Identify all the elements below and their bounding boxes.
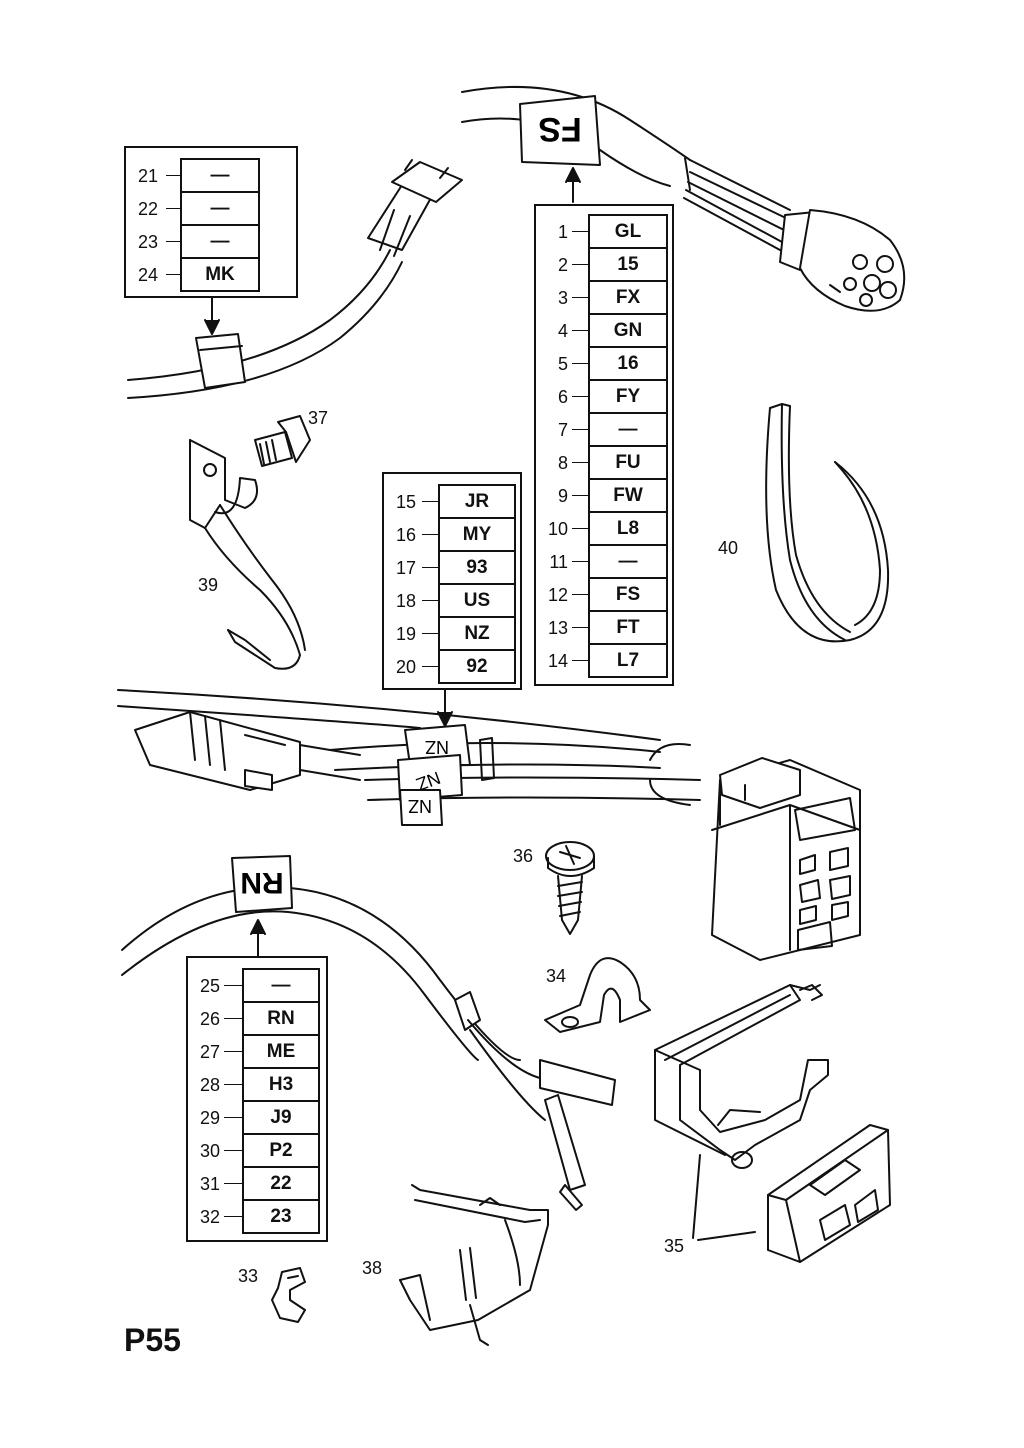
bracket-38 [399,1184,549,1346]
row-code: MY [438,517,516,550]
table-25-32: 25 — 26 RN 27 ME 28 H3 29 J9 30 P2 31 22… [186,956,328,1242]
clip-33 [271,1267,306,1323]
leader-35a [692,1154,701,1239]
row-code: P2 [242,1133,320,1166]
row-code: J9 [242,1100,320,1133]
row-code: H3 [242,1067,320,1100]
row-code: — [588,544,668,577]
row-code: 22 [242,1166,320,1199]
harness-upper-left [127,159,463,399]
row-code: 92 [438,649,516,684]
bolt-37 [254,415,311,467]
row-code: L7 [588,643,668,678]
table-1-14: 1 GL 2 15 3 FX 4 GN 5 16 6 FY 7 — 8 FU 9 [534,204,674,686]
row-code: 93 [438,550,516,583]
row-code: NZ [438,616,516,649]
tag-nz: NZ [425,737,449,757]
table-21-24: 21 — 22 — 23 — 24 MK [124,146,298,298]
callout-40: 40 [718,538,739,558]
tag-fs: FS [538,110,581,148]
row-code: — [180,224,260,257]
row-code: 15 [588,247,668,280]
bracket-35 [654,984,891,1263]
row-code: GL [588,214,668,247]
row-number: 23 [137,232,158,252]
row-code: FY [588,379,668,412]
row-code: FS [588,577,668,610]
row-code: RN [242,1001,320,1034]
row-code: US [438,583,516,616]
callout-39: 39 [198,575,219,595]
callout-35: 35 [664,1236,685,1256]
row-code: L8 [588,511,668,544]
callout-37: 37 [308,408,329,428]
row-code: — [180,191,260,224]
row-code: FU [588,445,668,478]
row-code: 23 [242,1199,320,1234]
callout-38: 38 [362,1258,383,1278]
harness-middle [117,689,701,826]
row-code: FX [588,280,668,313]
row-code: 16 [588,346,668,379]
callout-34: 34 [546,966,567,986]
row-code: — [180,158,260,191]
row-code: — [588,412,668,445]
row-number: 24 [137,265,158,285]
row-code: JR [438,484,516,517]
relay-socket [711,757,861,961]
tag-rn: RN [240,866,283,899]
row-code: FW [588,478,668,511]
row-code: ME [242,1034,320,1067]
row-code: FT [588,610,668,643]
page-id: P55 [124,1322,181,1358]
row-number: 21 [137,166,158,186]
row-code: — [242,968,320,1001]
tag-nz-3: NZ [408,796,432,816]
harness-lower [121,855,616,1211]
callout-36: 36 [513,846,534,866]
table-15-20: 15 JR 16 MY 17 93 18 US 19 NZ 20 92 [382,472,522,690]
row-code: MK [180,257,260,292]
screw-36 [545,841,595,935]
row-number: 22 [137,199,158,219]
callout-33: 33 [238,1266,259,1286]
leader-35b [697,1231,756,1241]
row-code: GN [588,313,668,346]
harness-upper-right [461,85,906,312]
clip-34 [544,957,651,1033]
cable-tie-40 [765,403,890,643]
bracket-39 [189,439,306,670]
